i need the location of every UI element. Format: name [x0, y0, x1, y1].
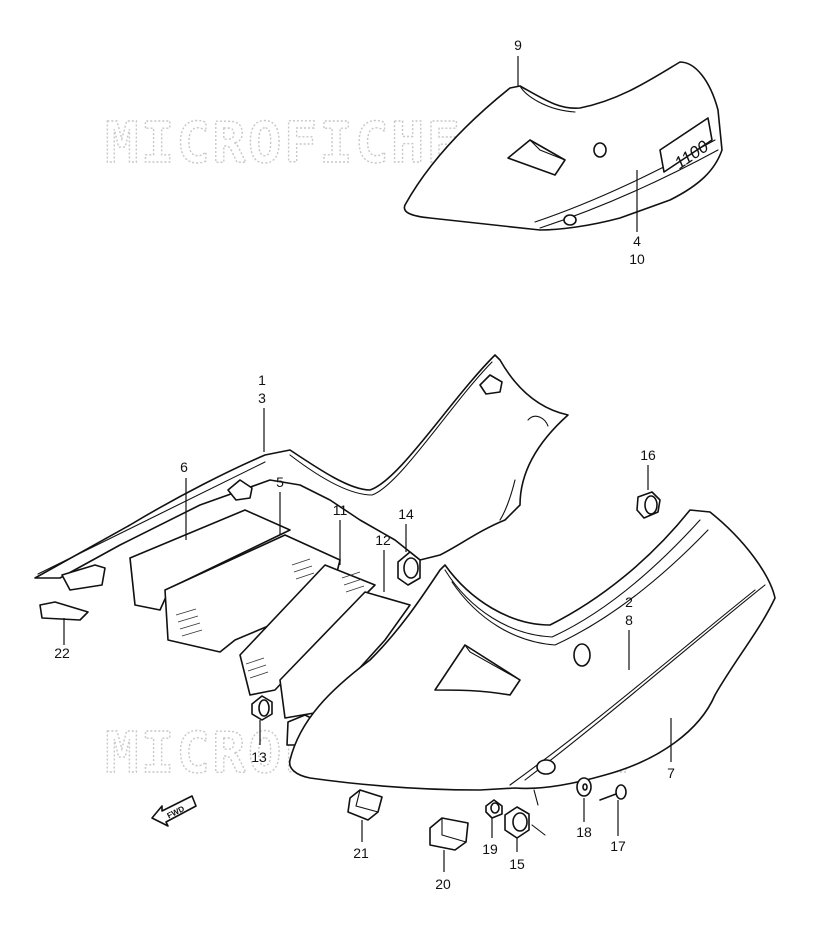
callout-9: 9 — [514, 37, 522, 53]
part-13-grommet — [251, 695, 273, 721]
callout-2: 2 — [625, 594, 633, 610]
callout-7: 7 — [667, 765, 675, 781]
right-side-cover — [288, 509, 776, 791]
callout-18: 18 — [576, 824, 592, 840]
left-frame-cover — [34, 354, 569, 591]
callout-20: 20 — [435, 876, 451, 892]
callout-16: 16 — [640, 447, 656, 463]
callout-10: 10 — [629, 251, 645, 267]
part-19-grommet — [485, 799, 503, 819]
callout-8: 8 — [625, 612, 633, 628]
part-17-screw — [599, 784, 627, 801]
callout-14: 14 — [398, 506, 414, 522]
callout-22: 22 — [54, 645, 70, 661]
part-20-cushion — [429, 817, 469, 851]
callout-13: 13 — [251, 749, 267, 765]
part-14-grommet — [397, 551, 421, 586]
callout-15: 15 — [509, 856, 525, 872]
part-15-grommet — [504, 789, 546, 839]
part-16-grommet — [636, 491, 661, 519]
upper-tail-cover: 1100 — [403, 61, 723, 231]
callout-3: 3 — [258, 390, 266, 406]
callout-17: 17 — [610, 838, 626, 854]
callout-12: 12 — [375, 532, 391, 548]
fwd-arrow-icon: FWD — [151, 795, 197, 827]
callout-11: 11 — [333, 502, 348, 518]
part-22-bracket — [39, 601, 89, 621]
callout-4: 4 — [633, 233, 641, 249]
callout-6: 6 — [180, 459, 188, 475]
callout-19: 19 — [482, 841, 498, 857]
callout-numbers: 9 4 10 1 3 6 5 11 12 14 16 2 8 22 13 7 1… — [54, 37, 675, 892]
callout-1: 1 — [258, 372, 266, 388]
leader-lines — [63, 56, 672, 872]
callout-21: 21 — [353, 845, 369, 861]
part-21-cushion — [347, 789, 383, 821]
part-18-washer — [576, 777, 592, 797]
callout-5: 5 — [276, 474, 284, 490]
